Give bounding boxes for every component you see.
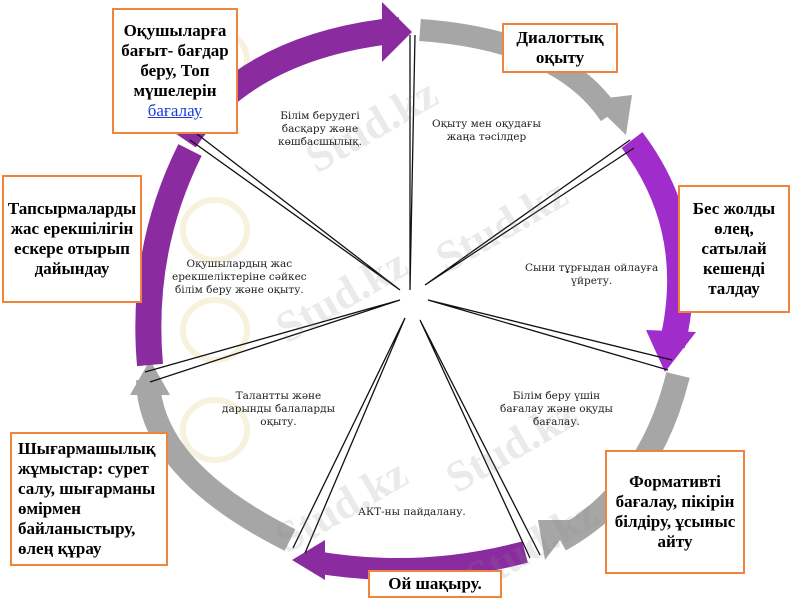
arrow-head-bottom xyxy=(292,540,325,580)
spoke-lower-left xyxy=(292,317,406,554)
box-formative-assessment: Формативті бағалау, пікірін білдіру, ұсы… xyxy=(605,450,745,574)
spoke-right xyxy=(427,299,673,371)
arc-bottom-left xyxy=(136,379,296,551)
box-guidance-and-assessment: Оқушыларға бағыт- бағдар беру, Топ мүшел… xyxy=(112,8,238,134)
spoke-upper-left xyxy=(189,133,401,291)
arrow-head-bottom-right xyxy=(538,520,575,560)
box-creative-works: Шығармашылық жұмыстар: сурет салу, шығар… xyxy=(10,432,168,566)
arc-left xyxy=(135,144,202,367)
spokes xyxy=(144,34,673,559)
arrow-head-top xyxy=(382,2,412,62)
box-dialogic-learning: Диалогтық оқыту xyxy=(502,23,618,73)
arrow-head-left-lower xyxy=(130,360,170,395)
spoke-lower-right xyxy=(419,319,541,559)
arc-bottom xyxy=(313,541,528,581)
spoke-top xyxy=(409,34,416,291)
spoke-upper-right xyxy=(424,139,635,286)
arrow-head-top-right xyxy=(590,95,632,135)
box-brainstorm: Ой шақыру. xyxy=(368,570,502,598)
box-five-line-poem: Бес жолды өлең, сатылай кешенді талдау xyxy=(678,185,790,313)
arrow-head-right xyxy=(646,330,696,372)
link-assessment[interactable]: бағалау xyxy=(147,101,203,120)
arc-right xyxy=(621,132,694,349)
box-tasks-by-age: Тапсырмаларды жас ерекшілігін ескере оты… xyxy=(2,175,142,303)
segment-label-ict: АКТ-ны пайдалану. xyxy=(358,506,466,518)
spoke-left xyxy=(144,299,401,383)
